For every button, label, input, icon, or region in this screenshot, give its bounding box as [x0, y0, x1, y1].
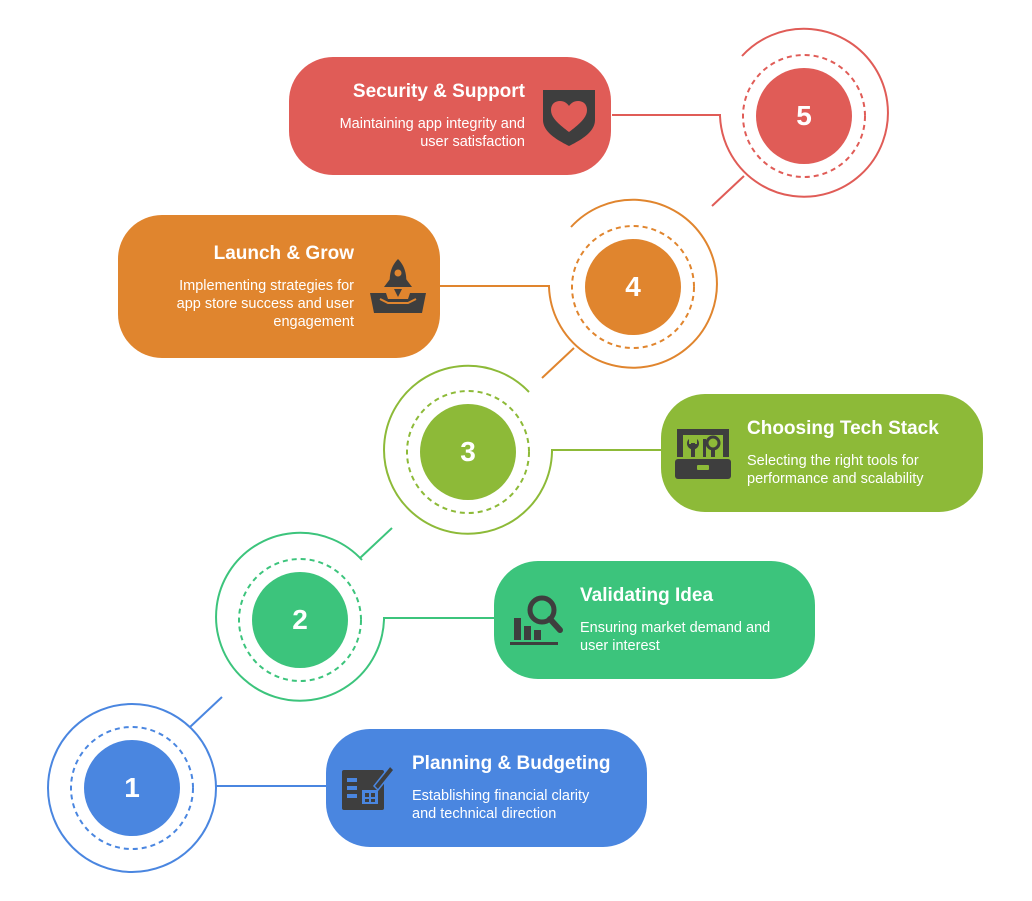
step-3-card: Choosing Tech Stack Selecting the right … — [661, 394, 983, 512]
rocket-launch-icon — [370, 258, 426, 313]
step-4-rings — [438, 175, 745, 369]
step-1-number: 1 — [84, 740, 180, 836]
step-5-description: Maintaining app integrity and user satis… — [339, 116, 525, 150]
step-5-card: Security & Support Maintaining app integ… — [289, 57, 611, 175]
step-3-description: Selecting the right tools for performanc… — [747, 453, 924, 487]
step-5-title: Security & Support — [352, 81, 525, 102]
heart-shield-icon — [543, 90, 595, 146]
step-1-title: Planning & Budgeting — [412, 753, 611, 774]
toolbox-icon — [675, 429, 731, 479]
step-4-title: Launch & Grow — [213, 242, 354, 264]
step-2-number: 2 — [252, 572, 348, 668]
step-2-title: Validating Idea — [580, 585, 714, 606]
step-3-rings — [383, 347, 664, 535]
step-4-description: Implementing strategies for app store su… — [176, 277, 354, 330]
step-2-description: Ensuring market demand and user interest — [580, 620, 771, 654]
market-analysis-icon — [510, 595, 563, 645]
step-1-card: Planning & Budgeting Establishing financ… — [326, 729, 647, 847]
step-4-card: Launch & Grow Implementing strategies fo… — [118, 215, 440, 358]
step-3-number: 3 — [420, 404, 516, 500]
step-2-rings — [215, 527, 498, 702]
step-2-card: Validating Idea Ensuring market demand a… — [494, 561, 815, 679]
step-1-rings — [47, 696, 330, 873]
step-4-number: 4 — [585, 239, 681, 335]
step-3-title: Choosing Tech Stack — [747, 418, 939, 439]
step-5-rings — [612, 27, 889, 198]
budget-plan-icon — [342, 764, 396, 810]
step-5-number: 5 — [756, 68, 852, 164]
step-1-description: Establishing financial clarity and techn… — [412, 788, 590, 822]
